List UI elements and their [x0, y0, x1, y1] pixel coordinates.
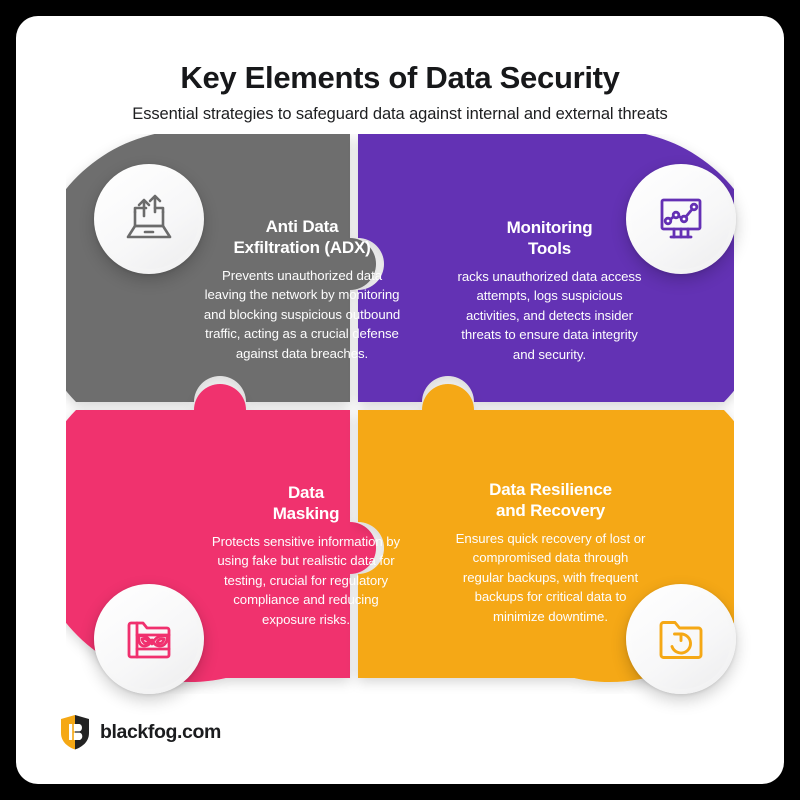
laptop-upload-icon: [126, 194, 172, 239]
icon-badge-data-masking[interactable]: [94, 584, 204, 694]
icon-badge-anti-data-exfiltration[interactable]: [94, 164, 204, 274]
quadrant-title-line1: Anti Data: [265, 217, 339, 236]
quadrant-title-line2: Masking: [272, 504, 340, 524]
folder-restore-icon: [659, 621, 703, 659]
logo-text: blackfog.com: [100, 720, 221, 743]
page-subtitle: Essential strategies to safeguard data a…: [132, 104, 668, 123]
icon-badge-monitoring-tools[interactable]: [626, 164, 736, 274]
header: Key Elements of Data Security Essential …: [16, 60, 784, 124]
quadrant-title: Data Resilience and Recovery: [453, 479, 648, 522]
quadrant-title-line1: Monitoring: [506, 218, 593, 237]
quadrant-body: Prevents unauthorized data leaving the n…: [203, 267, 401, 361]
quadrant-body: Ensures quick recovery of lost or compro…: [455, 530, 646, 624]
quadrant-title-line2: Exfiltration (ADX): [233, 238, 371, 258]
blackfog-shield-icon: [61, 715, 89, 750]
infographic-card: Key Elements of Data Security Essential …: [16, 16, 784, 784]
page-title: Key Elements of Data Security: [180, 60, 620, 95]
quadrant-data-masking[interactable]: Data Masking Protects sensitive informat…: [206, 482, 406, 629]
quadrant-title-line2: Tools: [527, 239, 572, 259]
icon-badge-data-resilience-and-recovery[interactable]: [626, 584, 736, 694]
quadrant-body: Protects sensitive information by using …: [211, 533, 401, 627]
folder-mask-icon: [127, 621, 171, 659]
puzzle-diagram: Anti Data Exfiltration (ADX) Prevents un…: [16, 16, 784, 784]
quadrant-title-line2: and Recovery: [495, 501, 606, 521]
quadrant-title: Monitoring Tools: [457, 217, 642, 260]
quadrant-title: Anti Data Exfiltration (ADX): [202, 216, 402, 259]
quadrant-anti-data-exfiltration[interactable]: Anti Data Exfiltration (ADX) Prevents un…: [202, 216, 402, 363]
quadrant-monitoring-tools[interactable]: Monitoring Tools racks unauthorized data…: [457, 217, 642, 364]
quadrant-title: Data Masking: [206, 482, 406, 525]
quadrant-body: racks unauthorized data access attempts,…: [457, 268, 642, 362]
quadrant-data-resilience-and-recovery[interactable]: Data Resilience and Recovery Ensures qui…: [453, 479, 648, 626]
quadrant-title-line1: Data Resilience: [489, 480, 612, 499]
brand-logo[interactable]: blackfog.com: [60, 714, 221, 750]
quadrant-title-line1: Data: [287, 483, 325, 502]
monitor-chart-icon: [660, 198, 702, 239]
